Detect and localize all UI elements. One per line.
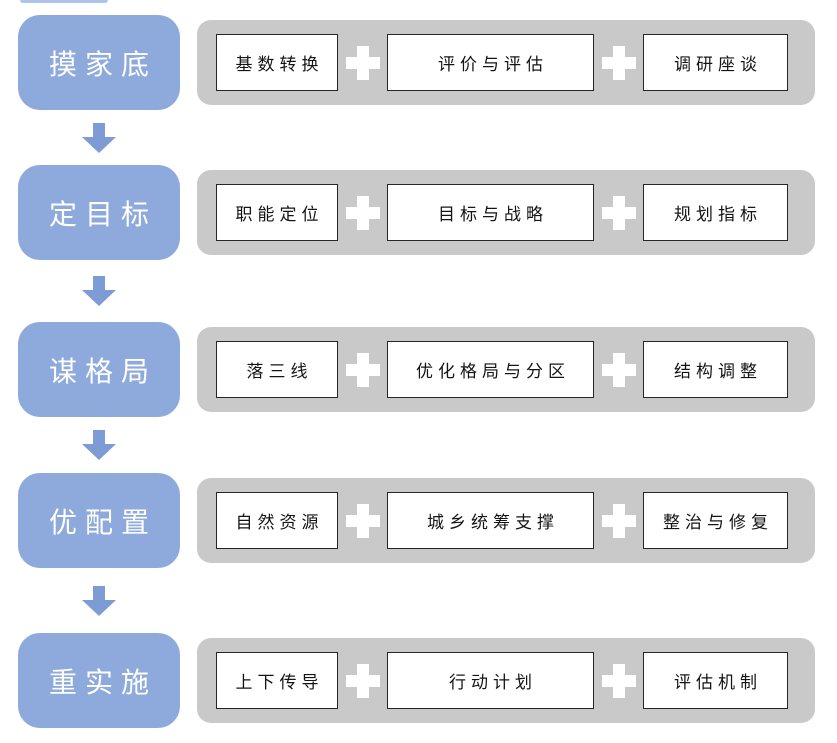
plus-icon <box>601 503 636 538</box>
step-box: 行动计划 <box>387 652 594 709</box>
step-box: 调研座谈 <box>643 34 788 91</box>
plus-icon <box>345 45 380 80</box>
step-box: 结构调整 <box>643 341 788 398</box>
stage-box-2: 定目标 <box>18 165 180 260</box>
process-row-4: 优配置 自然资源 城乡统筹支撑 整治与修复 <box>18 473 837 568</box>
step-label: 城乡统筹支撑 <box>427 513 559 533</box>
step-box: 目标与战略 <box>387 184 594 241</box>
step-label: 目标与战略 <box>438 205 548 225</box>
steps-bar-5: 上下传导 行动计划 评估机制 <box>197 638 815 723</box>
step-label: 评价与评估 <box>438 55 548 75</box>
plus-icon <box>601 195 636 230</box>
stage-label: 谋格局 <box>48 354 157 388</box>
process-row-3: 谋格局 落三线 优化格局与分区 结构调整 <box>18 322 837 417</box>
stage-label: 定目标 <box>48 197 157 231</box>
step-box: 整治与修复 <box>643 492 788 549</box>
plus-icon <box>345 352 380 387</box>
stage-box-5: 重实施 <box>18 633 180 728</box>
step-box: 上下传导 <box>216 652 338 709</box>
steps-bar-2: 职能定位 目标与战略 规划指标 <box>197 170 815 255</box>
flow-gap <box>0 417 837 473</box>
flow-gap <box>0 260 837 322</box>
step-box: 自然资源 <box>216 492 338 549</box>
plus-icon <box>345 503 380 538</box>
stage-box-4: 优配置 <box>18 473 180 568</box>
step-label: 行动计划 <box>449 673 537 693</box>
process-row-1: 摸家底 基数转换 评价与评估 调研座谈 <box>18 15 837 110</box>
stage-label: 重实施 <box>48 665 157 699</box>
plus-icon <box>601 663 636 698</box>
step-label: 自然资源 <box>235 513 324 533</box>
process-flow-diagram: 摸家底 基数转换 评价与评估 调研座谈 定目标 职能定位 目标与战略 规划指标 <box>0 15 837 728</box>
step-label: 调研座谈 <box>674 55 762 75</box>
step-label: 整治与修复 <box>663 513 773 533</box>
steps-bar-1: 基数转换 评价与评估 调研座谈 <box>197 20 815 105</box>
steps-bar-4: 自然资源 城乡统筹支撑 整治与修复 <box>197 478 815 563</box>
arrow-down-icon <box>82 585 116 616</box>
process-row-2: 定目标 职能定位 目标与战略 规划指标 <box>18 165 837 260</box>
flow-gap <box>0 568 837 633</box>
step-box: 优化格局与分区 <box>387 341 594 398</box>
process-row-5: 重实施 上下传导 行动计划 评估机制 <box>18 633 837 728</box>
step-box: 落三线 <box>216 341 338 398</box>
arrow-down-icon <box>82 276 116 306</box>
step-box: 基数转换 <box>216 34 338 91</box>
step-label: 落三线 <box>246 362 313 382</box>
arrow-down-icon <box>82 122 116 153</box>
stage-box-1: 摸家底 <box>18 15 180 110</box>
flow-gap <box>0 110 837 165</box>
top-cutoff-shape <box>20 0 108 3</box>
arrow-down-icon <box>82 430 116 460</box>
plus-icon <box>345 195 380 230</box>
stage-box-3: 谋格局 <box>18 322 180 417</box>
step-label: 优化格局与分区 <box>416 362 570 382</box>
step-label: 基数转换 <box>235 55 324 75</box>
step-label: 上下传导 <box>235 673 324 693</box>
step-label: 规划指标 <box>674 205 762 225</box>
step-box: 职能定位 <box>216 184 338 241</box>
step-box: 城乡统筹支撑 <box>387 492 594 549</box>
step-label: 评估机制 <box>674 673 762 693</box>
step-box: 评价与评估 <box>387 34 594 91</box>
plus-icon <box>601 45 636 80</box>
step-box: 评估机制 <box>643 652 788 709</box>
steps-bar-3: 落三线 优化格局与分区 结构调整 <box>197 327 815 412</box>
stage-label: 摸家底 <box>48 47 157 81</box>
plus-icon <box>345 663 380 698</box>
plus-icon <box>601 352 636 387</box>
step-label: 职能定位 <box>235 205 324 225</box>
step-label: 结构调整 <box>674 362 762 382</box>
stage-label: 优配置 <box>48 505 157 539</box>
step-box: 规划指标 <box>643 184 788 241</box>
